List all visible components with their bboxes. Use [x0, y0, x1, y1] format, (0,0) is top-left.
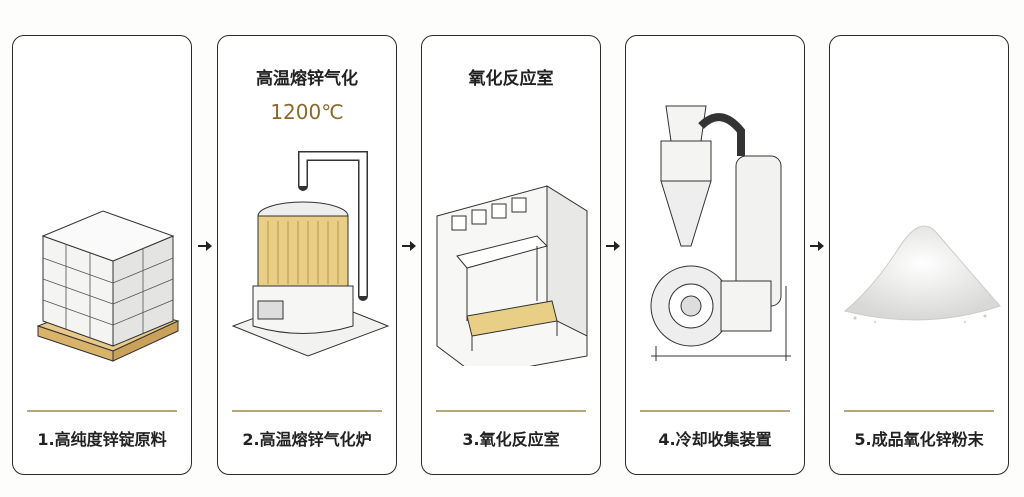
- divider: [844, 410, 994, 412]
- step-title: 高温熔锌气化: [256, 69, 358, 89]
- step-card-5: 5.成品氧化锌粉末: [829, 35, 1009, 475]
- arrow-right-icon: [198, 241, 212, 251]
- arrow-right-icon: [810, 241, 824, 251]
- step-label: 2.高温熔锌气化炉: [242, 430, 372, 449]
- oxidation-chamber-icon: [436, 185, 588, 366]
- temperature: 1200℃: [270, 100, 344, 124]
- arrow-right-icon: [606, 241, 620, 251]
- powder-pile-icon: [843, 225, 1001, 323]
- step-card-1: 1.高纯度锌锭原料: [12, 35, 192, 475]
- zinc-ingot-pallet-icon: [36, 210, 180, 362]
- step-label: 4.冷却收集装置: [658, 430, 772, 449]
- cyclone-collector-icon: [650, 105, 791, 361]
- furnace-icon: [231, 151, 390, 357]
- step-card-4: 4.冷却收集装置: [625, 35, 805, 475]
- step-label: 5.成品氧化锌粉末: [854, 430, 984, 449]
- divider: [27, 410, 177, 412]
- arrow-right-icon: [402, 241, 416, 251]
- divider: [232, 410, 382, 412]
- step-label: 3.氧化反应室: [462, 430, 560, 449]
- divider: [436, 410, 586, 412]
- divider: [640, 410, 790, 412]
- step-card-3: 氧化反应室 3.氧化反应室: [421, 35, 601, 475]
- step-label: 1.高纯度锌锭原料: [37, 430, 167, 449]
- step-card-2: 高温熔锌气化 1200℃ 2.高温熔锌气化炉: [217, 35, 397, 475]
- step-title: 氧化反应室: [468, 69, 554, 89]
